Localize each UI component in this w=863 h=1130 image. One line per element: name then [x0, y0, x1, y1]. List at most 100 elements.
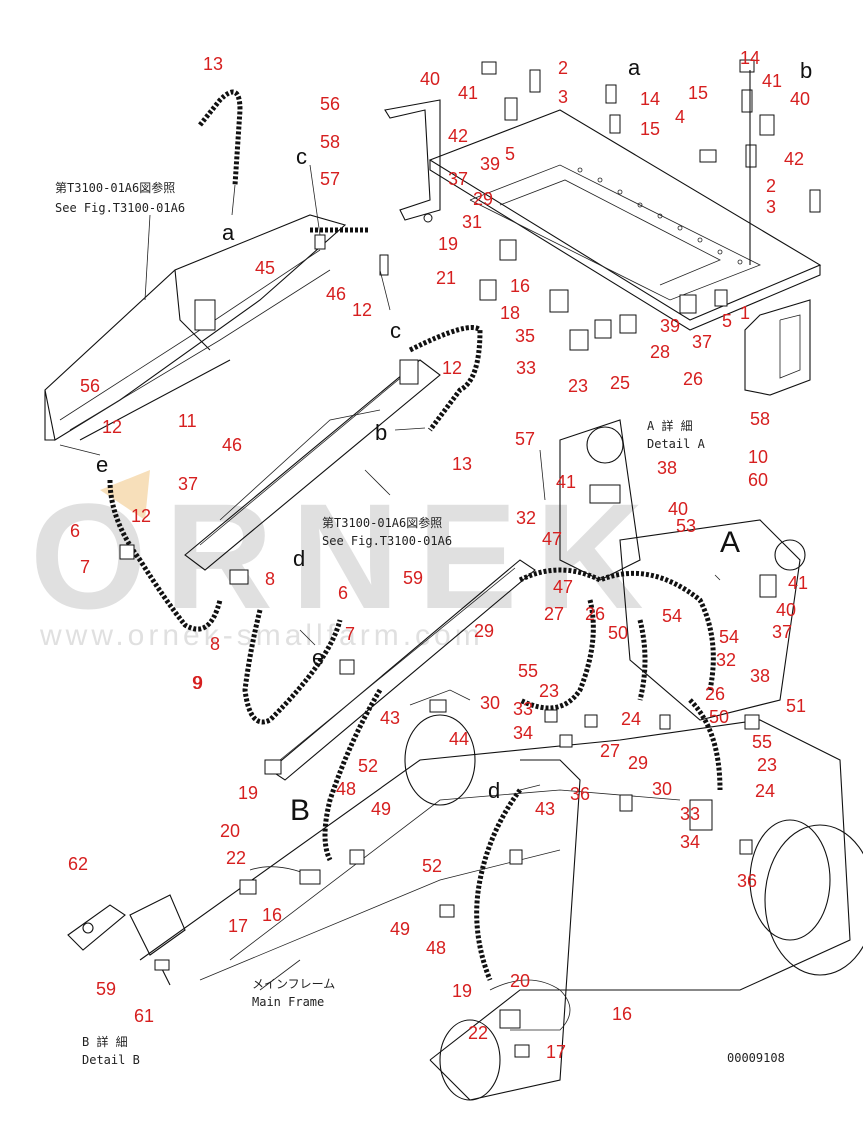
connection-letter: b [800, 58, 812, 83]
callout-number: 50 [608, 623, 628, 643]
callout-number: 4 [675, 107, 685, 127]
callout-number: 50 [709, 707, 729, 727]
reference-notes: 第T3100-01A6図参照 See Fig.T3100-01A6 第T3100… [55, 180, 785, 1067]
callout-number: 12 [102, 417, 122, 437]
watermark-accent-triangle [100, 470, 150, 520]
callout-number: 41 [556, 472, 576, 492]
main-frame-jp: メインフレーム [252, 977, 335, 991]
callout-number: 47 [553, 577, 573, 597]
callout-number: 43 [535, 799, 555, 819]
callout-number: 20 [510, 971, 530, 991]
connection-letter: A [720, 526, 740, 559]
callout-number: 59 [403, 568, 423, 588]
callout-number: 52 [422, 856, 442, 876]
callout-number: 15 [640, 119, 660, 139]
callout-number: 26 [683, 369, 703, 389]
callout-number: 9 [192, 673, 202, 693]
callout-number: 14 [640, 89, 660, 109]
callout-number: 21 [436, 268, 456, 288]
callout-number: 3 [766, 197, 776, 217]
callout-number: 23 [539, 681, 559, 701]
callout-number: 6 [70, 521, 80, 541]
callout-number: 49 [390, 919, 410, 939]
callout-number: 26 [705, 684, 725, 704]
callout-number: 43 [380, 708, 400, 728]
callout-number: 15 [688, 83, 708, 103]
callout-number: 55 [752, 732, 772, 752]
connection-letter: d [488, 778, 500, 803]
callout-number: 53 [676, 516, 696, 536]
callout-number: 37 [178, 474, 198, 494]
connection-letters: a a b b c c d d e e A B [96, 55, 812, 827]
callout-number: 8 [265, 569, 275, 589]
callout-number: 57 [515, 429, 535, 449]
callout-number: 42 [784, 149, 804, 169]
callout-number: 56 [80, 376, 100, 396]
callout-number: 40 [668, 499, 688, 519]
connection-letter: e [312, 645, 324, 670]
callout-number: 29 [474, 621, 494, 641]
callout-number: 13 [452, 454, 472, 474]
callout-number: 22 [226, 848, 246, 868]
callout-number: 8 [210, 634, 220, 654]
connection-letter: a [222, 220, 235, 245]
callout-number: 17 [546, 1042, 566, 1062]
callout-number: 48 [426, 938, 446, 958]
watermark-url: www.ornek-smallfarm.com [39, 619, 484, 652]
left-cover-assembly [44, 89, 483, 725]
callout-number: 40 [776, 600, 796, 620]
callout-number: 28 [650, 342, 670, 362]
callout-number: 18 [500, 303, 520, 323]
callout-number: 2 [558, 58, 568, 78]
reference-note-1-en: See Fig.T3100-01A6 [55, 201, 185, 215]
callout-number: 51 [786, 696, 806, 716]
callout-number: 26 [585, 604, 605, 624]
connection-letter: a [628, 55, 641, 80]
callout-number: 62 [68, 854, 88, 874]
connection-letter: b [375, 420, 387, 445]
callout-number: 14 [740, 48, 760, 68]
callout-number: 12 [352, 300, 372, 320]
callout-number: 46 [326, 284, 346, 304]
callout-number: 12 [131, 506, 151, 526]
callout-number: 47 [542, 529, 562, 549]
callout-number: 37 [772, 622, 792, 642]
callout-number: 29 [628, 753, 648, 773]
callout-number: 1 [740, 303, 750, 323]
callout-number: 3 [558, 87, 568, 107]
connection-letter: c [296, 144, 307, 169]
callout-number: 33 [680, 804, 700, 824]
reference-note-2-jp: 第T3100-01A6図参照 [322, 515, 442, 530]
callout-number: 24 [755, 781, 775, 801]
callout-number: 48 [336, 779, 356, 799]
callout-number: 36 [737, 871, 757, 891]
callout-number: 58 [750, 409, 770, 429]
callout-number: 40 [420, 69, 440, 89]
callout-number: 2 [766, 176, 776, 196]
callout-number: 20 [220, 821, 240, 841]
callout-number: 41 [788, 573, 808, 593]
detail-a-en: Detail A [647, 437, 706, 451]
callout-number: 41 [458, 83, 478, 103]
callout-number: 40 [790, 89, 810, 109]
callout-number: 24 [621, 709, 641, 729]
callout-number: 34 [680, 832, 700, 852]
drawing-number: 00009108 [727, 1051, 785, 1065]
callout-number: 35 [515, 326, 535, 346]
callout-number: 45 [255, 258, 275, 278]
connection-letter: e [96, 452, 108, 477]
callout-number: 9 [193, 673, 203, 693]
connection-letter: B [290, 794, 310, 827]
callout-number: 31 [462, 212, 482, 232]
reference-note-2-en: See Fig.T3100-01A6 [322, 534, 452, 548]
callout-number: 38 [750, 666, 770, 686]
callout-number: 12 [442, 358, 462, 378]
callout-number: 19 [452, 981, 472, 1001]
reference-note-1-jp: 第T3100-01A6図参照 [55, 180, 175, 195]
callout-number: 25 [610, 373, 630, 393]
callout-number: 49 [371, 799, 391, 819]
callout-number: 46 [222, 435, 242, 455]
